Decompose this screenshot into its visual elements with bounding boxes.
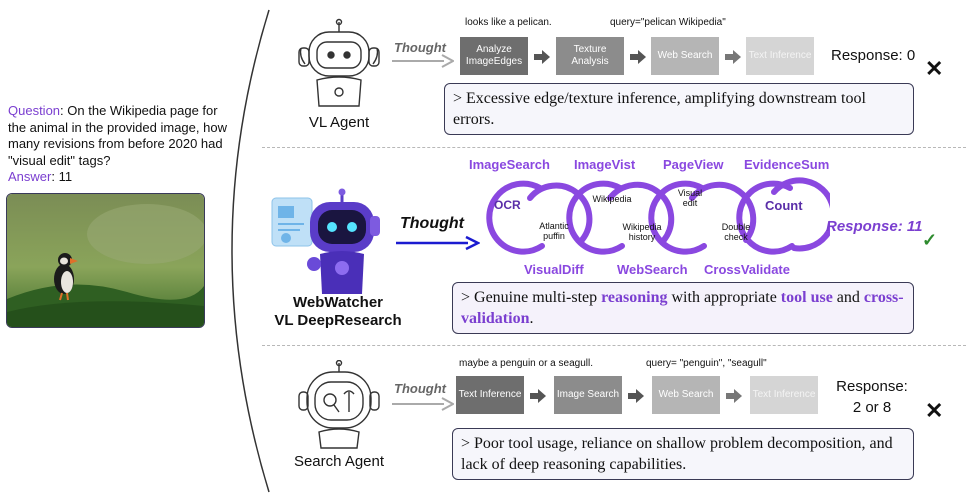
bracket-arc bbox=[231, 9, 270, 493]
vl-result-box: > Excessive edge/texture inference, ampl… bbox=[444, 83, 914, 135]
tool-imagesearch: ImageSearch bbox=[469, 157, 550, 172]
tool-imagevist: ImageVist bbox=[574, 157, 636, 172]
ww-result-reasoning: reasoning bbox=[601, 289, 668, 306]
loop-double-check: Double check bbox=[721, 222, 751, 242]
sa-step-textinference-2: Text Inference bbox=[750, 376, 818, 414]
question-text: Question: On the Wikipedia page for the … bbox=[8, 103, 230, 186]
ww-result-text-2: with appropriate bbox=[667, 289, 781, 306]
vl-thought-label: Thought bbox=[394, 40, 446, 55]
robot-sketch-icon bbox=[298, 18, 380, 107]
vl-thought-arrow bbox=[392, 54, 454, 68]
vl-step-textinference: Text Inference bbox=[746, 37, 814, 75]
vl-step-texture: Texture Analysis bbox=[556, 37, 624, 75]
sa-step-websearch: Web Search bbox=[652, 376, 720, 414]
sa-response-value: 2 or 8 bbox=[852, 399, 892, 416]
sa-note-right: query= "penguin", "seagull" bbox=[646, 358, 767, 369]
tool-visualdiff: VisualDiff bbox=[524, 262, 584, 277]
tool-crossvalidate: CrossValidate bbox=[704, 262, 790, 277]
answer-label: Answer bbox=[8, 169, 52, 184]
vl-step-websearch: Web Search bbox=[651, 37, 719, 75]
webwatcher-name: WebWatcher bbox=[292, 294, 383, 311]
sa-result-box: > Poor tool usage, reliance on shallow p… bbox=[452, 428, 914, 480]
tool-pageview: PageView bbox=[663, 157, 724, 172]
question-body: : On the Wikipedia page for the animal i… bbox=[8, 103, 227, 168]
tool-websearch: WebSearch bbox=[617, 262, 688, 277]
arrow-icon bbox=[726, 389, 742, 403]
ww-result-tooluse: tool use bbox=[780, 289, 833, 306]
question-label: Question bbox=[8, 103, 61, 118]
ww-check-icon: ✓ bbox=[922, 230, 938, 250]
arrow-icon bbox=[630, 50, 646, 64]
ww-result-text-4: . bbox=[529, 310, 534, 327]
loop-visual-edit: Visual edit bbox=[677, 188, 703, 208]
ww-response: Response: 11 bbox=[826, 218, 923, 235]
arrow-icon bbox=[628, 389, 644, 403]
sa-thought-arrow bbox=[392, 397, 454, 411]
ww-result-text-3: and bbox=[832, 289, 864, 306]
separator-bottom bbox=[262, 345, 966, 346]
robot-purple-icon bbox=[271, 188, 380, 294]
arrow-icon bbox=[534, 50, 550, 64]
sa-response-label: Response: bbox=[836, 378, 908, 395]
sa-thought-label: Thought bbox=[394, 381, 446, 396]
webwatcher-subname: VL DeepResearch bbox=[274, 312, 402, 329]
webwatcher-label-group: WebWatcher VL DeepResearch bbox=[272, 294, 404, 330]
loop-atlantic-puffin: Atlantic puffin bbox=[539, 221, 569, 241]
puffin-photo bbox=[6, 193, 205, 328]
sa-cross-icon: ✕ bbox=[925, 398, 944, 423]
ww-result-text-1: > Genuine multi-step bbox=[461, 289, 602, 306]
vl-note-right: query="pelican Wikipedia" bbox=[610, 17, 726, 28]
arrow-icon bbox=[530, 389, 546, 403]
ww-result-crossvalidation: cross-validation bbox=[461, 289, 904, 327]
vl-step-analyze: Analyze ImageEdges bbox=[460, 37, 528, 75]
arrow-icon bbox=[725, 50, 741, 64]
ww-result-box: > Genuine multi-step reasoning with appr… bbox=[452, 282, 914, 334]
loop-wikipedia: Wikipedia bbox=[592, 194, 632, 204]
loop-ocr: OCR bbox=[494, 198, 521, 212]
ww-thought-arrow bbox=[396, 235, 480, 251]
sa-note-left: maybe a penguin or a seagull. bbox=[459, 358, 593, 369]
tool-evidencesum: EvidenceSum bbox=[744, 157, 830, 172]
loop-count: Count bbox=[765, 198, 803, 213]
sa-response: Response: 2 or 8 bbox=[832, 376, 912, 418]
separator-top bbox=[262, 147, 966, 148]
loop-wikipedia-history: Wikipedia history bbox=[622, 222, 662, 242]
sa-step-imagesearch: Image Search bbox=[554, 376, 622, 414]
tool-loop-chain bbox=[486, 177, 830, 255]
vl-note-left: looks like a pelican. bbox=[465, 17, 552, 28]
sa-step-textinference: Text Inference bbox=[456, 376, 524, 414]
vl-cross-icon: ✕ bbox=[925, 56, 944, 81]
search-agent-label: Search Agent bbox=[293, 453, 385, 470]
vl-agent-label: VL Agent bbox=[308, 114, 370, 131]
robot-search-icon bbox=[298, 360, 380, 449]
vl-response: Response: 0 bbox=[831, 47, 916, 64]
ww-thought-label: Thought bbox=[400, 215, 464, 232]
answer-value: : 11 bbox=[51, 169, 73, 184]
